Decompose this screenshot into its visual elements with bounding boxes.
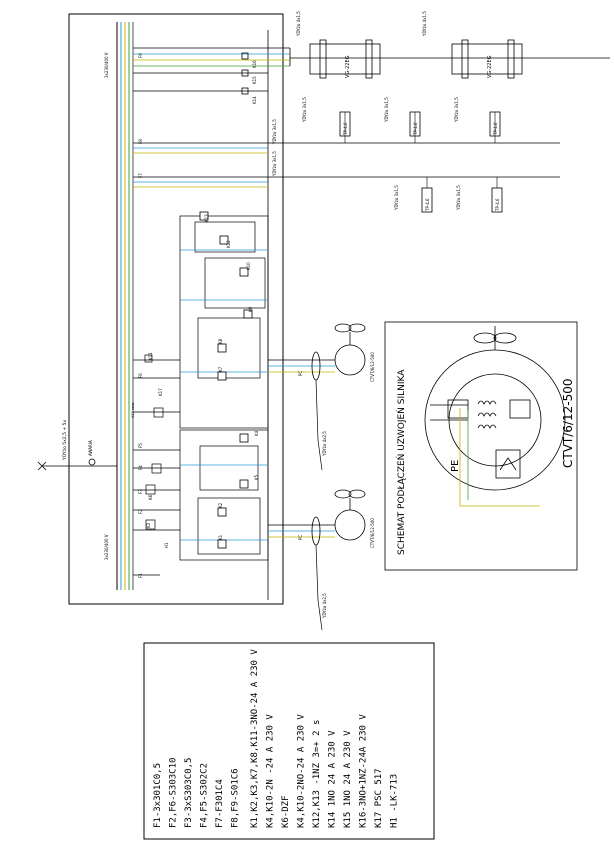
breaker-label: F7 (138, 173, 143, 178)
supply-bus (116, 22, 134, 590)
fan-cable-label: YDYżo 4x2,5 (322, 593, 327, 619)
lamp-label: TP-4.6 (343, 122, 348, 136)
breaker-label: F4 (138, 465, 143, 470)
lamp-cable-label: YDYżo 3x1,5 (384, 97, 389, 123)
lamp-label: TP-4.6 (425, 198, 430, 212)
heater-cable-label: YDYżo 4x1,5 (296, 11, 301, 37)
feeder-top (133, 47, 610, 67)
lamp-cable-label: YDYżo 3x1,5 (272, 151, 277, 177)
legend-line: F4,F5-S302C2 (200, 763, 210, 828)
emergency-label: AWARIA (88, 440, 93, 456)
lamp-cable-label: YDYżo 3x1,5 (456, 185, 461, 211)
relay-label: K5 (254, 474, 259, 480)
bus-voltage-label: 3x230/400 V (104, 52, 109, 78)
heater-unit-1 (309, 39, 381, 79)
contactor-label: K15 (252, 76, 257, 84)
legend-line: F1-3x301C0,5 (153, 763, 163, 828)
bus-voltage-label: 3x230/400 V (104, 534, 109, 560)
legend-line: F8,F9-S01C6 (231, 768, 241, 828)
heater-unit-2 (451, 39, 523, 79)
fan-protection-label: PC (298, 535, 303, 540)
relay-coils (199, 211, 253, 549)
inset-pe-label: PE (450, 460, 461, 472)
relay-label: K3 (146, 522, 151, 528)
heater-label: VG-22EG (345, 55, 351, 78)
fan-cables (315, 379, 323, 631)
legend-box (143, 642, 435, 840)
relay-label: K4 (254, 430, 259, 436)
supply-cable-label: YDYżo 5x2,5 + 5x (62, 420, 68, 461)
fan-cable-label: YDYżo 4x2,5 (322, 431, 327, 457)
relay-label: K17 (158, 388, 163, 396)
legend-line: K1,K2,K3,K7,K8,K11-3NO-24 A 230 V (250, 649, 260, 828)
rotated-labels: 3x230/400 V 3x230/400 V YDYżo 5x2,5 + 5x AW… (62, 11, 575, 828)
relay-label: K11 (148, 352, 153, 360)
relay-label: K12 (226, 240, 231, 248)
legend-line: H1 -LK-713 (390, 774, 400, 828)
relay-label: K9 (248, 306, 253, 312)
relay-label: K8 (218, 338, 223, 344)
heater-cable-label: YDYżo 4x1,5 (422, 11, 427, 37)
contactor-label: K16 (252, 60, 257, 68)
fan-motor-1 (268, 323, 366, 381)
inset-title: SCHEMAT PODŁĄCZEŃ UZWOJEŃ SILNIKA (395, 369, 407, 555)
lamp-cable-label: YDYżo 3x1,5 (302, 97, 307, 123)
legend-line: F2,F6-S303C10 (169, 758, 179, 828)
legend-line: K4,K10-2NO-24 A 230 V (297, 714, 307, 828)
legend-line: K14 1NO 24 A 230 V (328, 730, 338, 828)
relay-label: K7 (218, 366, 223, 372)
relay-label: K13 (204, 214, 209, 222)
breaker-label: F1 (138, 573, 143, 578)
legend-line: K4,K10-2N -24 A 230 V (266, 714, 276, 828)
relay-label: K1 (218, 534, 223, 540)
supply-entry (37, 458, 117, 471)
breaker-label: F6 (138, 373, 143, 378)
fan-label: CTVT/6/12-500 (370, 518, 375, 548)
timer-label: K17 czas (131, 402, 135, 418)
relay-label: K10 (246, 262, 251, 270)
breaker-label: F9 (138, 53, 143, 58)
breaker-label: F2 (138, 509, 143, 514)
motor-winding-inset (384, 321, 578, 571)
lamp-feeders (133, 142, 560, 188)
breaker-label: F8 (138, 139, 143, 144)
legend-line: K17 PSC 517 (374, 768, 384, 828)
cabinet-frame (68, 13, 284, 605)
left-breaker-bank (133, 354, 180, 576)
legend-line: K15 1NO 24 A 230 V (343, 730, 353, 828)
heater-label: VG-22EG (487, 55, 493, 78)
breaker-label: F3 (138, 489, 143, 494)
lamp-label: TP-4.6 (495, 198, 500, 212)
relay-label: K2 (218, 502, 223, 508)
lamp-label: TP-4.6 (493, 122, 498, 136)
h1-label: H1 (164, 542, 169, 548)
fan-label: CTVT/6/12-500 (370, 352, 375, 382)
lamp-cable-label: YDYżo 3x1,5 (394, 185, 399, 211)
lamp-cable-label: YDYżo 3x1,5 (272, 119, 277, 145)
inset-model-label: CTVT/6/12-500 (561, 379, 575, 468)
lamp-cable-label: YDYżo 3x1,5 (454, 97, 459, 123)
legend-line: F7-F301C4 (215, 779, 225, 828)
breaker-label: F5 (138, 443, 143, 448)
contactor-label: K14 (252, 96, 257, 104)
top-contactor-contacts (133, 52, 268, 95)
fan-protection-label: PC (298, 371, 303, 376)
legend-line: K16-3NO+1NZ-24A 230 V (359, 714, 369, 828)
lamp-connections (344, 112, 498, 188)
legend-line: K6-DZF (281, 795, 291, 828)
lamp-label: TP-4.6 (413, 122, 418, 136)
relay-label: K6 (148, 494, 153, 500)
lamp-boxes (339, 111, 503, 213)
legend-line: K12,K13 -1NZ 3=+ 2 s (312, 720, 322, 828)
fan-motor-2 (268, 489, 366, 546)
legend-line: F3-3xS303C0,5 (184, 758, 194, 828)
